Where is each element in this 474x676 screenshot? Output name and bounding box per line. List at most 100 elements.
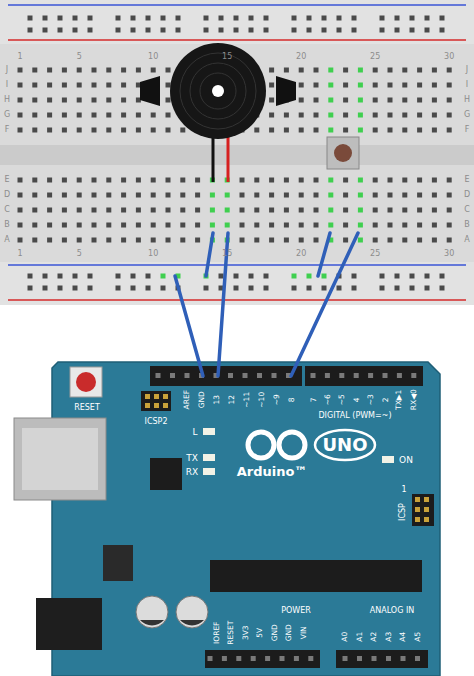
breadboard-hole (373, 113, 378, 118)
rail-hole (410, 286, 415, 291)
breadboard-hole (417, 178, 422, 183)
header-title: DIGITAL (PWM=~) (318, 412, 391, 420)
header-pin (251, 656, 256, 661)
rail-hole (43, 28, 48, 33)
breadboard-hole (447, 68, 452, 73)
rail-hole (292, 274, 297, 279)
breadboard-hole (299, 113, 304, 118)
breadboard-hole (284, 193, 289, 198)
column-number: 5 (77, 53, 82, 61)
header-pin (368, 373, 373, 378)
rail-hole (88, 28, 93, 33)
breadboard-hole (151, 193, 156, 198)
breadboard-hole (180, 128, 185, 133)
rail-hole (73, 16, 78, 21)
breadboard-hole (299, 128, 304, 133)
row-letter: A (464, 236, 469, 244)
rail-hole (176, 28, 181, 33)
breadboard-hole (432, 98, 437, 103)
breadboard-hole (269, 178, 274, 183)
header-pin (386, 656, 391, 661)
breadboard-hole (92, 238, 97, 243)
led-label: L (192, 428, 197, 437)
breadboard-hole (402, 68, 407, 73)
breadboard-hole (343, 128, 348, 133)
breadboard-hole (417, 68, 422, 73)
breadboard-hole (210, 208, 215, 213)
breadboard-hole (447, 178, 452, 183)
row-letter: D (464, 191, 470, 199)
breadboard-hole (92, 193, 97, 198)
breadboard-hole (77, 178, 82, 183)
icsp2-header (141, 391, 171, 411)
breadboard-hole (447, 223, 452, 228)
rail-hole (380, 16, 385, 21)
breadboard-hole (447, 98, 452, 103)
microcontroller-chip (210, 560, 422, 592)
rail-hole (116, 286, 121, 291)
breadboard-hole (32, 223, 37, 228)
breadboard-hole (121, 113, 126, 118)
rail-hole (395, 16, 400, 21)
breadboard-hole (62, 83, 67, 88)
header-pin (325, 373, 330, 378)
row-letter: H (464, 96, 470, 104)
usb-connector (22, 428, 98, 490)
buzzer-ring (180, 53, 256, 129)
breadboard-hole (343, 208, 348, 213)
breadboard-hole (358, 193, 363, 198)
pin-label: RX◀0 (410, 390, 418, 411)
pin-label: AREF (183, 390, 191, 409)
breadboard-hole (269, 238, 274, 243)
breadboard-hole (343, 113, 348, 118)
breadboard-hole (77, 238, 82, 243)
header-title: ANALOG IN (370, 607, 414, 615)
rail-hole (176, 16, 181, 21)
icsp-pin (424, 507, 429, 512)
breadboard-hole (269, 208, 274, 213)
column-number: 15 (222, 53, 232, 61)
arduino-pcb (52, 362, 440, 676)
header-title: POWER (281, 607, 311, 615)
column-number: 15 (222, 250, 232, 258)
icsp-header (412, 494, 434, 526)
rail-hole (58, 286, 63, 291)
row-letter: I (6, 81, 8, 89)
breadboard-hole (269, 113, 274, 118)
header-pin (170, 373, 175, 378)
breadboard-hole (358, 113, 363, 118)
header-pin (185, 373, 190, 378)
breadboard-hole (106, 113, 111, 118)
header-pin (343, 656, 348, 661)
breadboard-hole (106, 178, 111, 183)
breadboard-hole (417, 238, 422, 243)
rail-hole (43, 286, 48, 291)
rail-hole (116, 28, 121, 33)
breadboard-hole (358, 208, 363, 213)
breadboard-hole (166, 128, 171, 133)
pin-label: TX▶1 (396, 390, 404, 410)
row-letter: C (464, 206, 470, 214)
breadboard-hole (77, 98, 82, 103)
breadboard-hole (417, 128, 422, 133)
breadboard-hole (106, 98, 111, 103)
breadboard-hole (373, 128, 378, 133)
breadboard-hole (417, 193, 422, 198)
rail-hole (131, 286, 136, 291)
breadboard-hole (343, 223, 348, 228)
breadboard-hole (47, 238, 52, 243)
board-model: UNO (323, 436, 368, 454)
breadboard-hole (136, 193, 141, 198)
capacitor (136, 596, 168, 628)
breadboard-hole (151, 223, 156, 228)
center-channel (0, 145, 474, 165)
column-number: 30 (444, 250, 454, 258)
led (203, 468, 215, 475)
breadboard-hole (314, 113, 319, 118)
icsp-pin (154, 403, 159, 408)
pin-label: ~11 (243, 392, 251, 408)
rail-hole (264, 28, 269, 33)
breadboard-hole (388, 128, 393, 133)
breadboard-hole (121, 223, 126, 228)
